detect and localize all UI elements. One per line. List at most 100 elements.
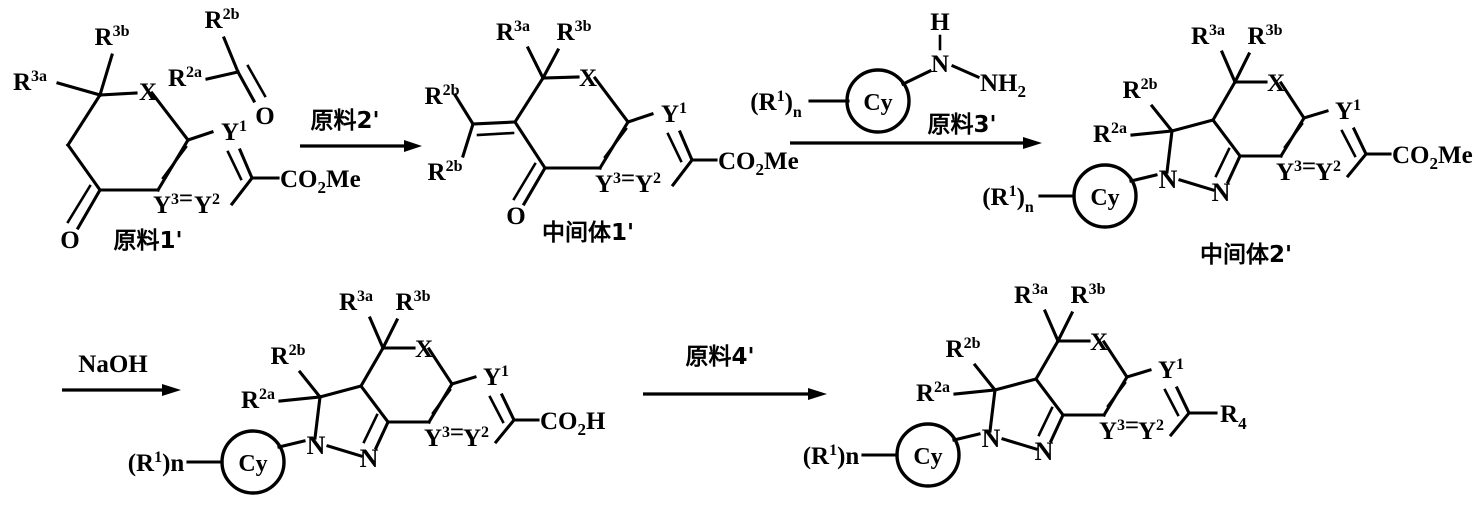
s4-bond-c3-r2b: [297, 369, 323, 400]
s4-atom-label-n1: N: [307, 431, 326, 460]
s5-atom-label-n1: N: [982, 424, 1001, 453]
structure-1: O R3a R3b X Y3 = Y2 Y1 CO2Me 原料1': [13, 23, 361, 254]
s3-label-r2a: R2a: [1093, 120, 1127, 148]
s5-cy-text: Cy: [913, 444, 942, 470]
s2-bond-cester-y2: [670, 157, 695, 188]
s5-label-r3b: R3b: [1071, 281, 1106, 309]
s5-bond-c7-x: [1101, 339, 1130, 380]
s5-label-r4: R4: [1220, 401, 1247, 433]
s5-bond-c7a-c7-inner: [1106, 381, 1127, 408]
s5-bond-c5-c4a: [1033, 338, 1061, 382]
s3-bond-c5-c4a: [1210, 79, 1238, 123]
arrow-3-head: [162, 384, 181, 396]
s4-bond-cacid-y2: [493, 417, 517, 445]
s2-label-y2: Y2: [635, 170, 661, 198]
s4-bond-y1-cacid: [499, 392, 517, 423]
s2-bond-exo-r2b-bottom: [461, 122, 475, 158]
s4-bond-n2-c3a-inner: [362, 413, 379, 444]
s3-bond-n2-c3a-inner: [1214, 147, 1231, 178]
s2-bond-c3-x: [592, 75, 631, 125]
s2-label-y1: Y1: [661, 100, 687, 128]
s4-label-y-link: =: [450, 419, 464, 446]
s3-atom-label-n1: N: [1159, 165, 1178, 194]
structure-2: R2b R2b O R3a R3b X Y3 = Y2 Y1 CO2Me 中间体…: [425, 18, 799, 246]
bond-c5-c6: [65, 92, 103, 148]
arrow-1: 原料2': [300, 108, 422, 152]
s4-bond-c7-y1: [450, 375, 477, 386]
s3-label-y1: Y1: [1335, 97, 1361, 125]
s4-label-y1: Y1: [483, 363, 509, 391]
bond-carbonyl-o: [235, 69, 257, 104]
bond-c2-c3-inner: [161, 145, 188, 180]
bond-c5-r3b: [98, 53, 114, 97]
s5-bond-c3-r2b: [972, 362, 998, 393]
arrow-3: NaOH: [62, 351, 181, 396]
s3-bond-cester-y2: [1345, 151, 1369, 179]
reagent-1-ketone: R2b R2a O: [168, 6, 275, 130]
s3-bond-c4a-c3: [1170, 118, 1215, 133]
arrow-4-label: 原料4': [685, 344, 754, 370]
structure-3: N N Cy (R1)n R2b R2a R3a R3b X Y3 = Y2 Y…: [982, 22, 1473, 268]
atom-label-ketone-o: O: [60, 227, 79, 254]
s5-label-r2b: R2b: [946, 335, 981, 363]
s3-atom-label-n2: N: [1212, 178, 1231, 207]
s3-label-r3a: R3a: [1191, 22, 1225, 50]
s2-label-r2b-top: R2b: [425, 82, 460, 110]
s5-label-r2a: R2a: [916, 379, 950, 407]
s4-bond-c7-x: [426, 346, 455, 387]
s3-label-co2me: CO2Me: [1392, 142, 1473, 173]
s2-label-r2b-bottom: R2b: [428, 158, 463, 186]
s3-bond-c3-n1: [1165, 129, 1174, 174]
arrow-1-label: 原料2': [310, 108, 379, 134]
reagent2-label-r1n: (R1)n: [750, 88, 802, 121]
arrow-3-label: NaOH: [78, 351, 148, 378]
s5-bond-n1-n2: [1001, 437, 1038, 451]
s4-label-co2h: CO2H: [540, 408, 606, 439]
s5-bond-n2-c3a: [1048, 412, 1066, 444]
structure-4: N N Cy (R1)n R2b R2a R3a R3b X Y3 = Y2 Y…: [128, 288, 606, 495]
s5-bond-c7-y1: [1125, 368, 1152, 379]
bond-y1-cester: [237, 147, 255, 181]
s4-atom-label-n2: N: [360, 444, 379, 473]
s4-label-r3a: R3a: [339, 288, 373, 316]
s5-bond-c5-r3a: [1042, 308, 1061, 344]
s5-atom-label-x: X: [1090, 329, 1108, 356]
s5-bond-c3-r2a: [953, 388, 997, 396]
s5-bond-c4a-c3a: [1033, 376, 1066, 418]
s5-bond-c4a-c3: [993, 377, 1038, 392]
s3-label-r2b: R2b: [1123, 76, 1158, 104]
bond-r2b-carbonyl: [221, 35, 241, 75]
atom-label-x: X: [139, 79, 157, 106]
s2-bond-c1-o-inner: [512, 162, 537, 201]
reagent2-bond-cy-n: [900, 68, 933, 87]
structure-5: N N Cy (R1)n R2b R2a R3a R3b X Y3 = Y2 Y…: [803, 281, 1247, 488]
atom-label-reagent1-o: O: [255, 103, 274, 130]
s5-label-r3a: R3a: [1014, 281, 1048, 309]
s2-label-r3b: R3b: [557, 18, 592, 46]
bond-c1-o: [75, 187, 103, 231]
s4-bond-cy-n1: [277, 439, 306, 449]
s2-label-co2me: CO2Me: [718, 148, 799, 179]
s4-bond-n2-c3a: [373, 419, 391, 451]
s2-bond-c5-c4: [512, 75, 546, 125]
reagent-2-hydrazine: (R1)n Cy H N NH2: [750, 9, 1026, 134]
arrow-2-label: 原料3': [927, 112, 996, 138]
label-y2: Y2: [194, 191, 220, 219]
s3-cy-text: Cy: [1090, 185, 1119, 211]
s3-bond-c5-r3a: [1219, 49, 1238, 85]
s5-label-y1: Y1: [1158, 356, 1184, 384]
label-y3: Y3: [153, 191, 179, 219]
s2-bond-c5-r3a: [525, 45, 546, 81]
s5-label-r1n: (R1)n: [803, 442, 860, 470]
caption-structure-2: 中间体1': [542, 220, 634, 246]
s4-bond-c3-r2a: [278, 395, 322, 403]
s4-bond-c3-n1: [313, 395, 322, 440]
reagent2-label-nh2: NH2: [980, 70, 1026, 101]
s4-bond-y1-cacid-inner: [488, 395, 505, 424]
s4-label-r1n: (R1)n: [128, 449, 185, 477]
s2-bond-y1-cester-inner: [666, 132, 683, 163]
s3-label-y2: Y2: [1315, 158, 1341, 186]
s5-atom-label-n2: N: [1035, 437, 1054, 466]
s2-bond-c5-x-link: [541, 75, 580, 80]
s4-label-y3: Y3: [424, 424, 450, 452]
